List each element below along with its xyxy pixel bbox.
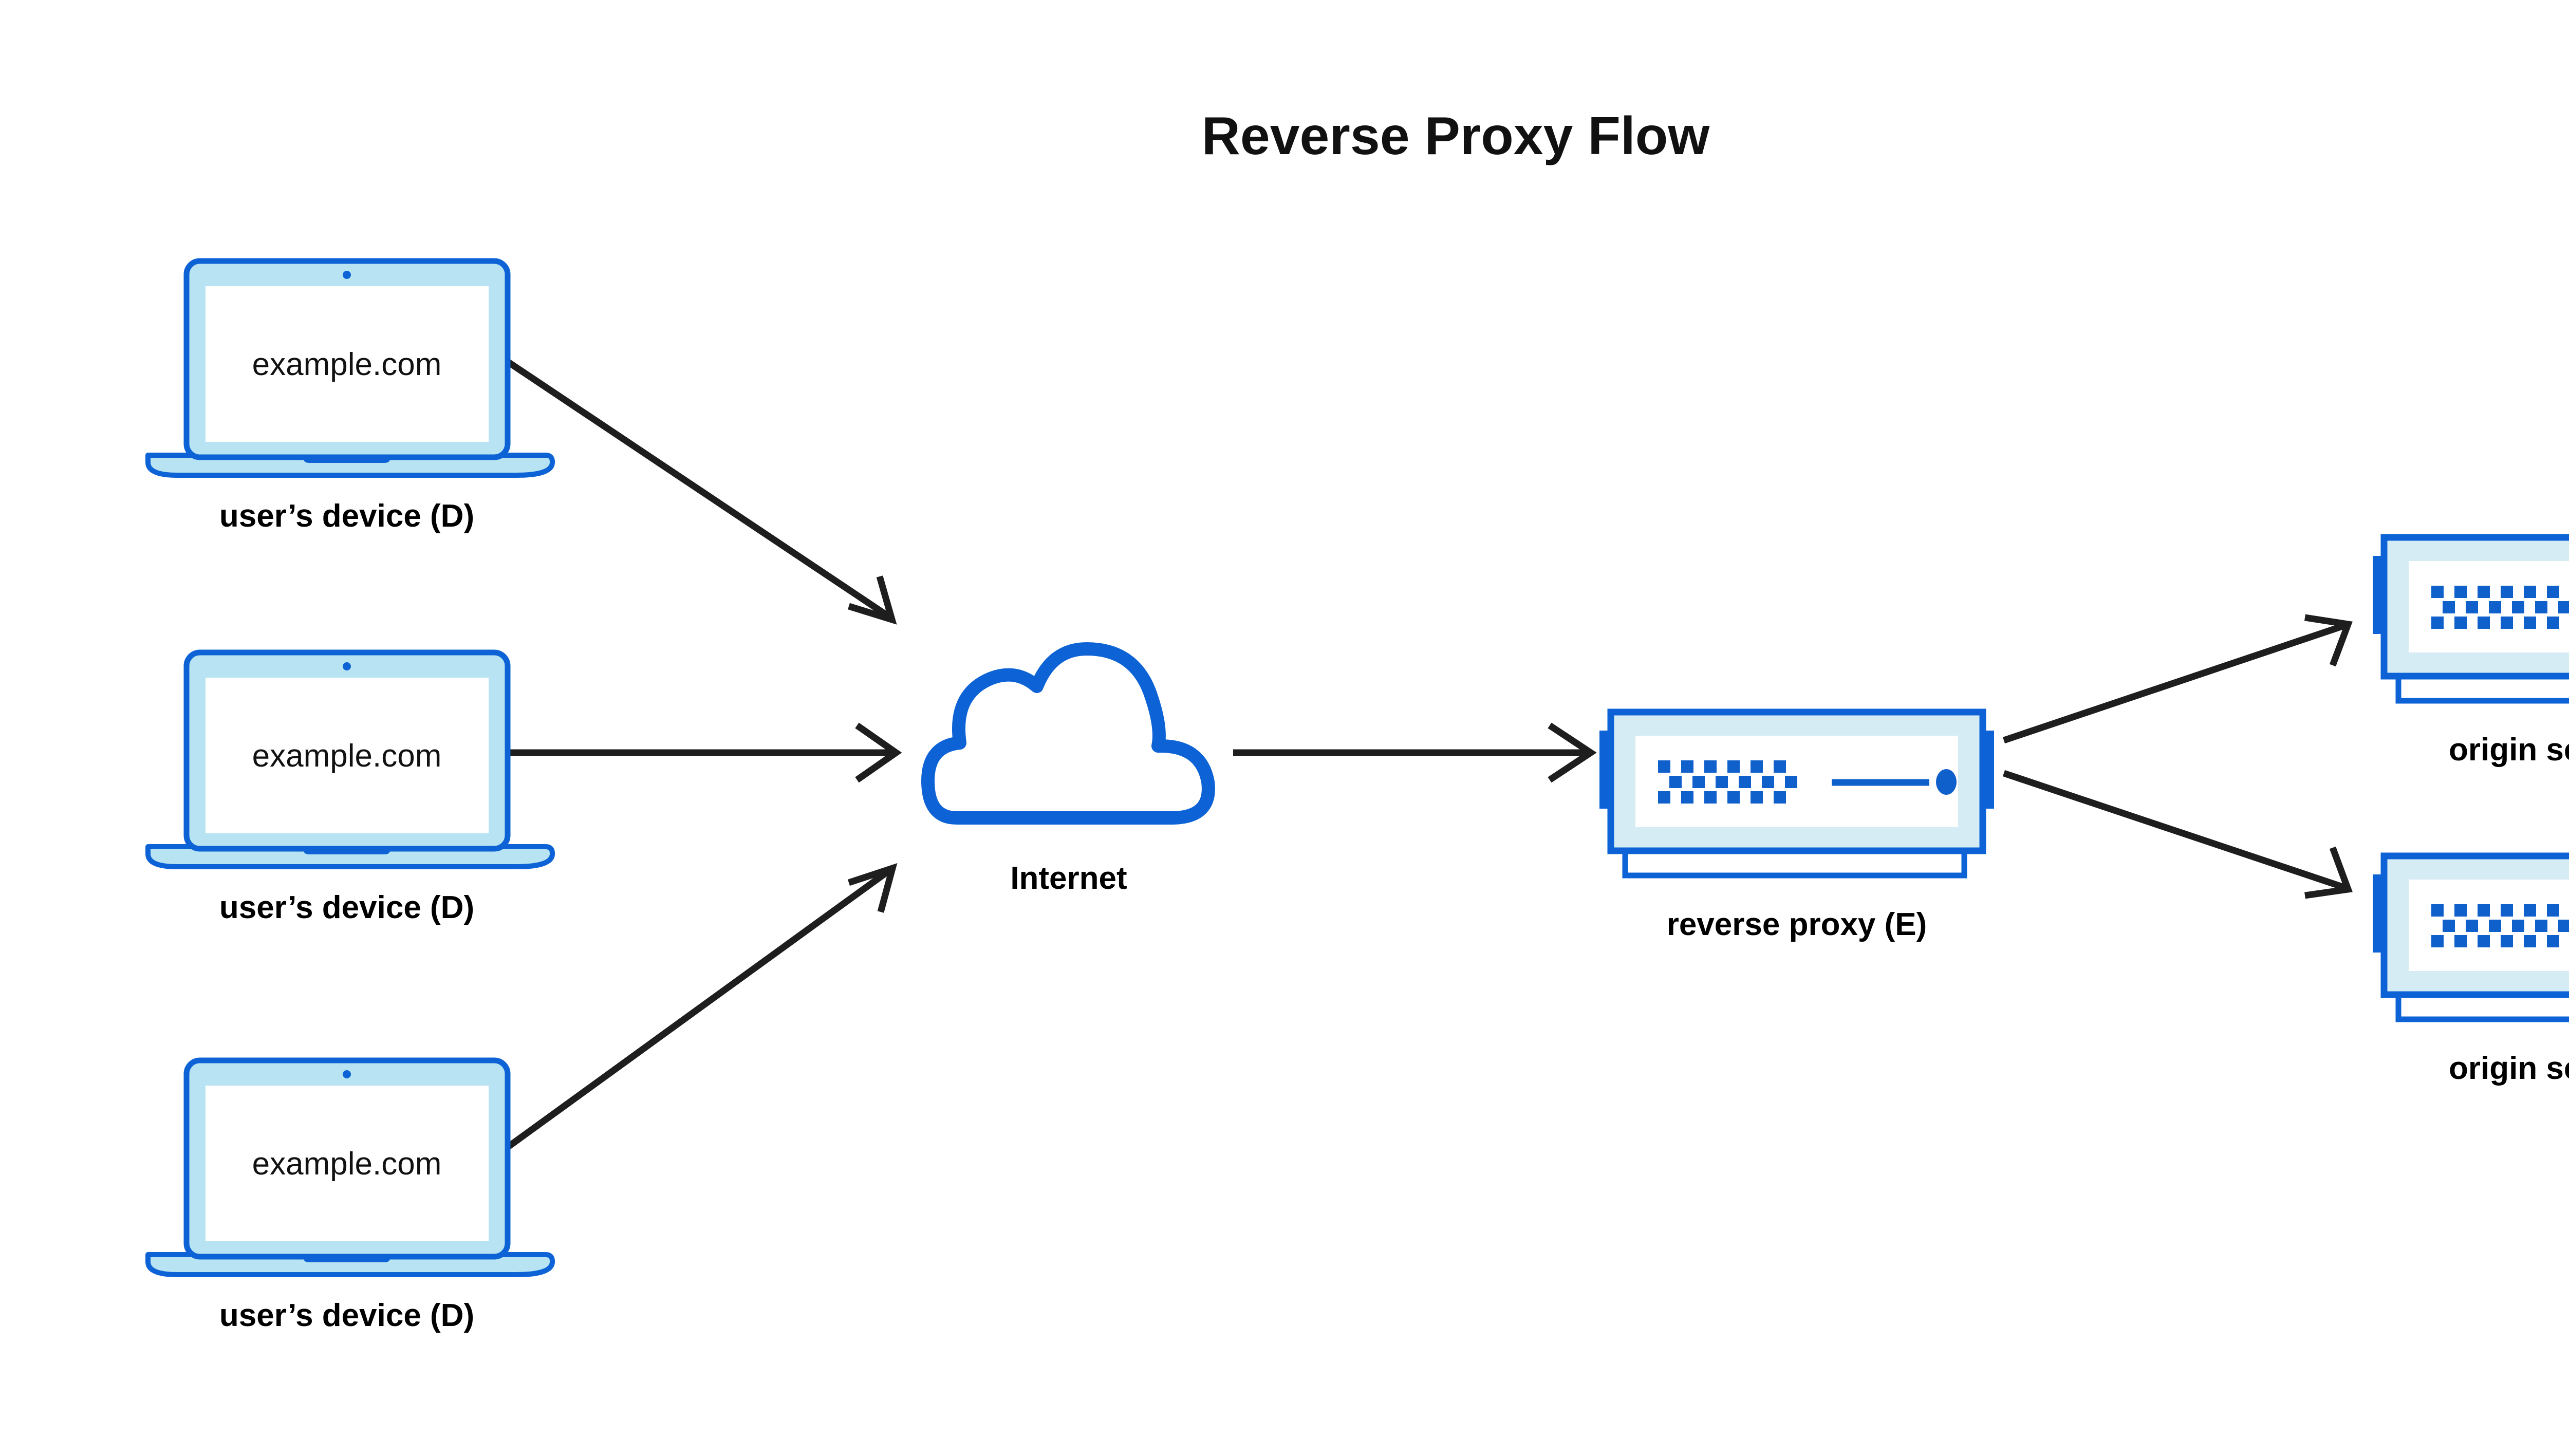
laptop-notch (304, 1255, 390, 1262)
client-device-2[interactable]: example.com user’s device (D) (145, 649, 555, 925)
laptop-notch (304, 847, 390, 854)
laptop-screen (206, 678, 489, 833)
server-status-indicator-icon (1936, 769, 1957, 795)
internet-label: Internet (1010, 861, 1127, 896)
screen-url-text: example.com (252, 347, 442, 382)
client-device-2-label: user’s device (D) (219, 890, 474, 925)
laptop-icon (145, 649, 555, 869)
edge-proxy-origin1 (2002, 614, 2353, 744)
laptop-notch (304, 455, 390, 463)
origin-server-1-label: origin server (F) (2449, 732, 2569, 768)
origin-server-2-label: origin server (F) (2449, 1051, 2569, 1086)
reverse-proxy-label: reverse proxy (E) (1667, 907, 1927, 942)
edge-proxy-origin2 (2002, 770, 2353, 899)
server-icon (2373, 534, 2569, 704)
laptop-camera-icon (343, 1070, 351, 1078)
laptop-icon (145, 1057, 555, 1277)
server-led-grid (2431, 904, 2569, 947)
internet-node[interactable]: Internet (921, 642, 1215, 896)
laptop-screen (206, 1086, 489, 1241)
laptop-base (145, 844, 555, 869)
edge-client3-internet (504, 863, 898, 1151)
laptop-base (145, 1252, 555, 1277)
server-led-grid (1658, 760, 1797, 804)
reverse-proxy-node[interactable]: reverse proxy (E) (1599, 708, 1994, 942)
origin-server-2-node[interactable]: origin server (F) (2373, 852, 2569, 1086)
origin-server-1-node[interactable]: origin server (F) (2373, 534, 2569, 768)
page-title: Reverse Proxy Flow (1202, 106, 1710, 166)
laptop-base (145, 453, 555, 478)
server-icon (2373, 852, 2569, 1022)
laptop-screen (206, 286, 489, 442)
edge-internet-proxy (1233, 722, 1597, 783)
server-icon (1599, 708, 1994, 879)
cloud-icon (921, 642, 1215, 825)
laptop-camera-icon (343, 662, 351, 670)
screen-url-text: example.com (252, 738, 442, 774)
laptop-icon (145, 258, 555, 478)
client-device-1-label: user’s device (D) (219, 498, 474, 534)
client-device-3[interactable]: example.com user’s device (D) (145, 1057, 555, 1333)
edge-client1-internet (504, 358, 897, 625)
client-device-3-label: user’s device (D) (219, 1298, 474, 1333)
client-device-1[interactable]: example.com user’s device (D) (145, 258, 555, 534)
laptop-camera-icon (343, 271, 351, 279)
server-led-grid (2431, 586, 2569, 629)
edge-client2-internet (506, 722, 902, 783)
screen-url-text: example.com (252, 1146, 442, 1182)
connections-layer (504, 358, 2353, 1151)
